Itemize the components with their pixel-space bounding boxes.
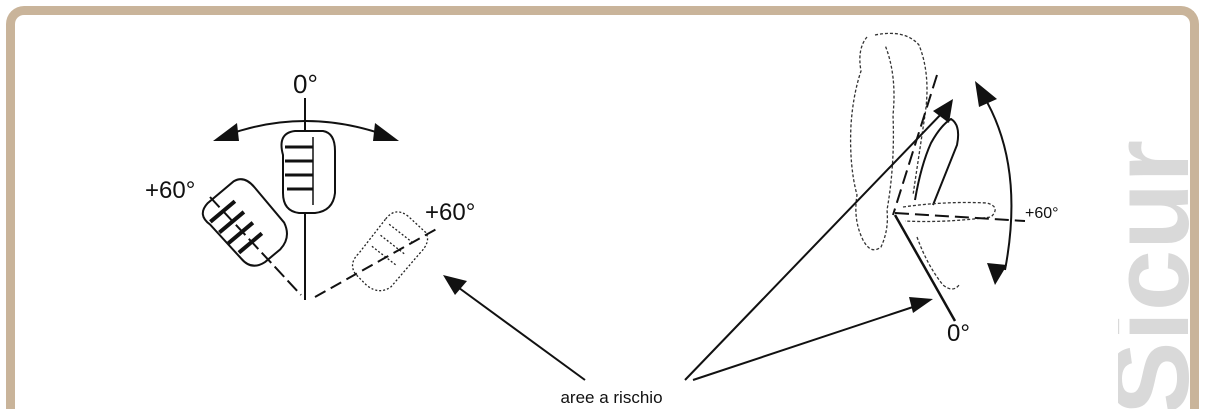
tilted-hand-right-icon (351, 211, 429, 292)
body-outline (849, 36, 895, 251)
lower-reference-line (893, 214, 957, 322)
caption: aree a rischio (560, 388, 663, 407)
forearm-lowered-outline (916, 236, 960, 290)
flexion-arc-arrowhead-bottom (987, 263, 1007, 285)
flexion-arc-arrowhead-top (975, 81, 997, 107)
watermark-text: Sicur (1118, 140, 1198, 409)
horizontal-reference-line (894, 212, 1026, 222)
flexion-arc (982, 94, 1013, 271)
arc-arrowhead-left (213, 123, 239, 141)
right-zero-label: 0° (947, 320, 970, 347)
pointer-arrows (443, 99, 953, 381)
right-plus-label: +60° (1025, 205, 1059, 222)
body-outline-2 (874, 32, 928, 196)
arrowhead-left-hand (443, 275, 467, 295)
tilted-fist-left-icon (201, 178, 288, 267)
right-deviation-line (314, 226, 441, 298)
right-angle-label: +60° (425, 199, 475, 226)
arc-arrowhead-right (373, 123, 399, 141)
arrowhead-lower-arm (909, 297, 933, 313)
upper-reference-line (892, 74, 938, 216)
left-deviation-line (209, 196, 302, 296)
wrist-deviation-diagram: 0° +60° +60° +60° 0° (145, 32, 1059, 381)
right-figure: +60° 0° (849, 32, 1059, 347)
forearm-raised-outline (914, 117, 960, 206)
forearm-horizontal-outline (902, 201, 996, 223)
watermark: Sicur (1118, 140, 1198, 409)
arrowhead-upper-arm (933, 99, 953, 123)
left-angle-label: +60° (145, 177, 195, 204)
left-figure: 0° +60° +60° (145, 69, 475, 300)
upright-fist-icon (280, 130, 336, 214)
left-zero-label: 0° (293, 69, 318, 99)
deviation-arc (226, 120, 386, 136)
diagram-frame: 0° +60° +60° +60° 0° (6, 6, 1199, 409)
